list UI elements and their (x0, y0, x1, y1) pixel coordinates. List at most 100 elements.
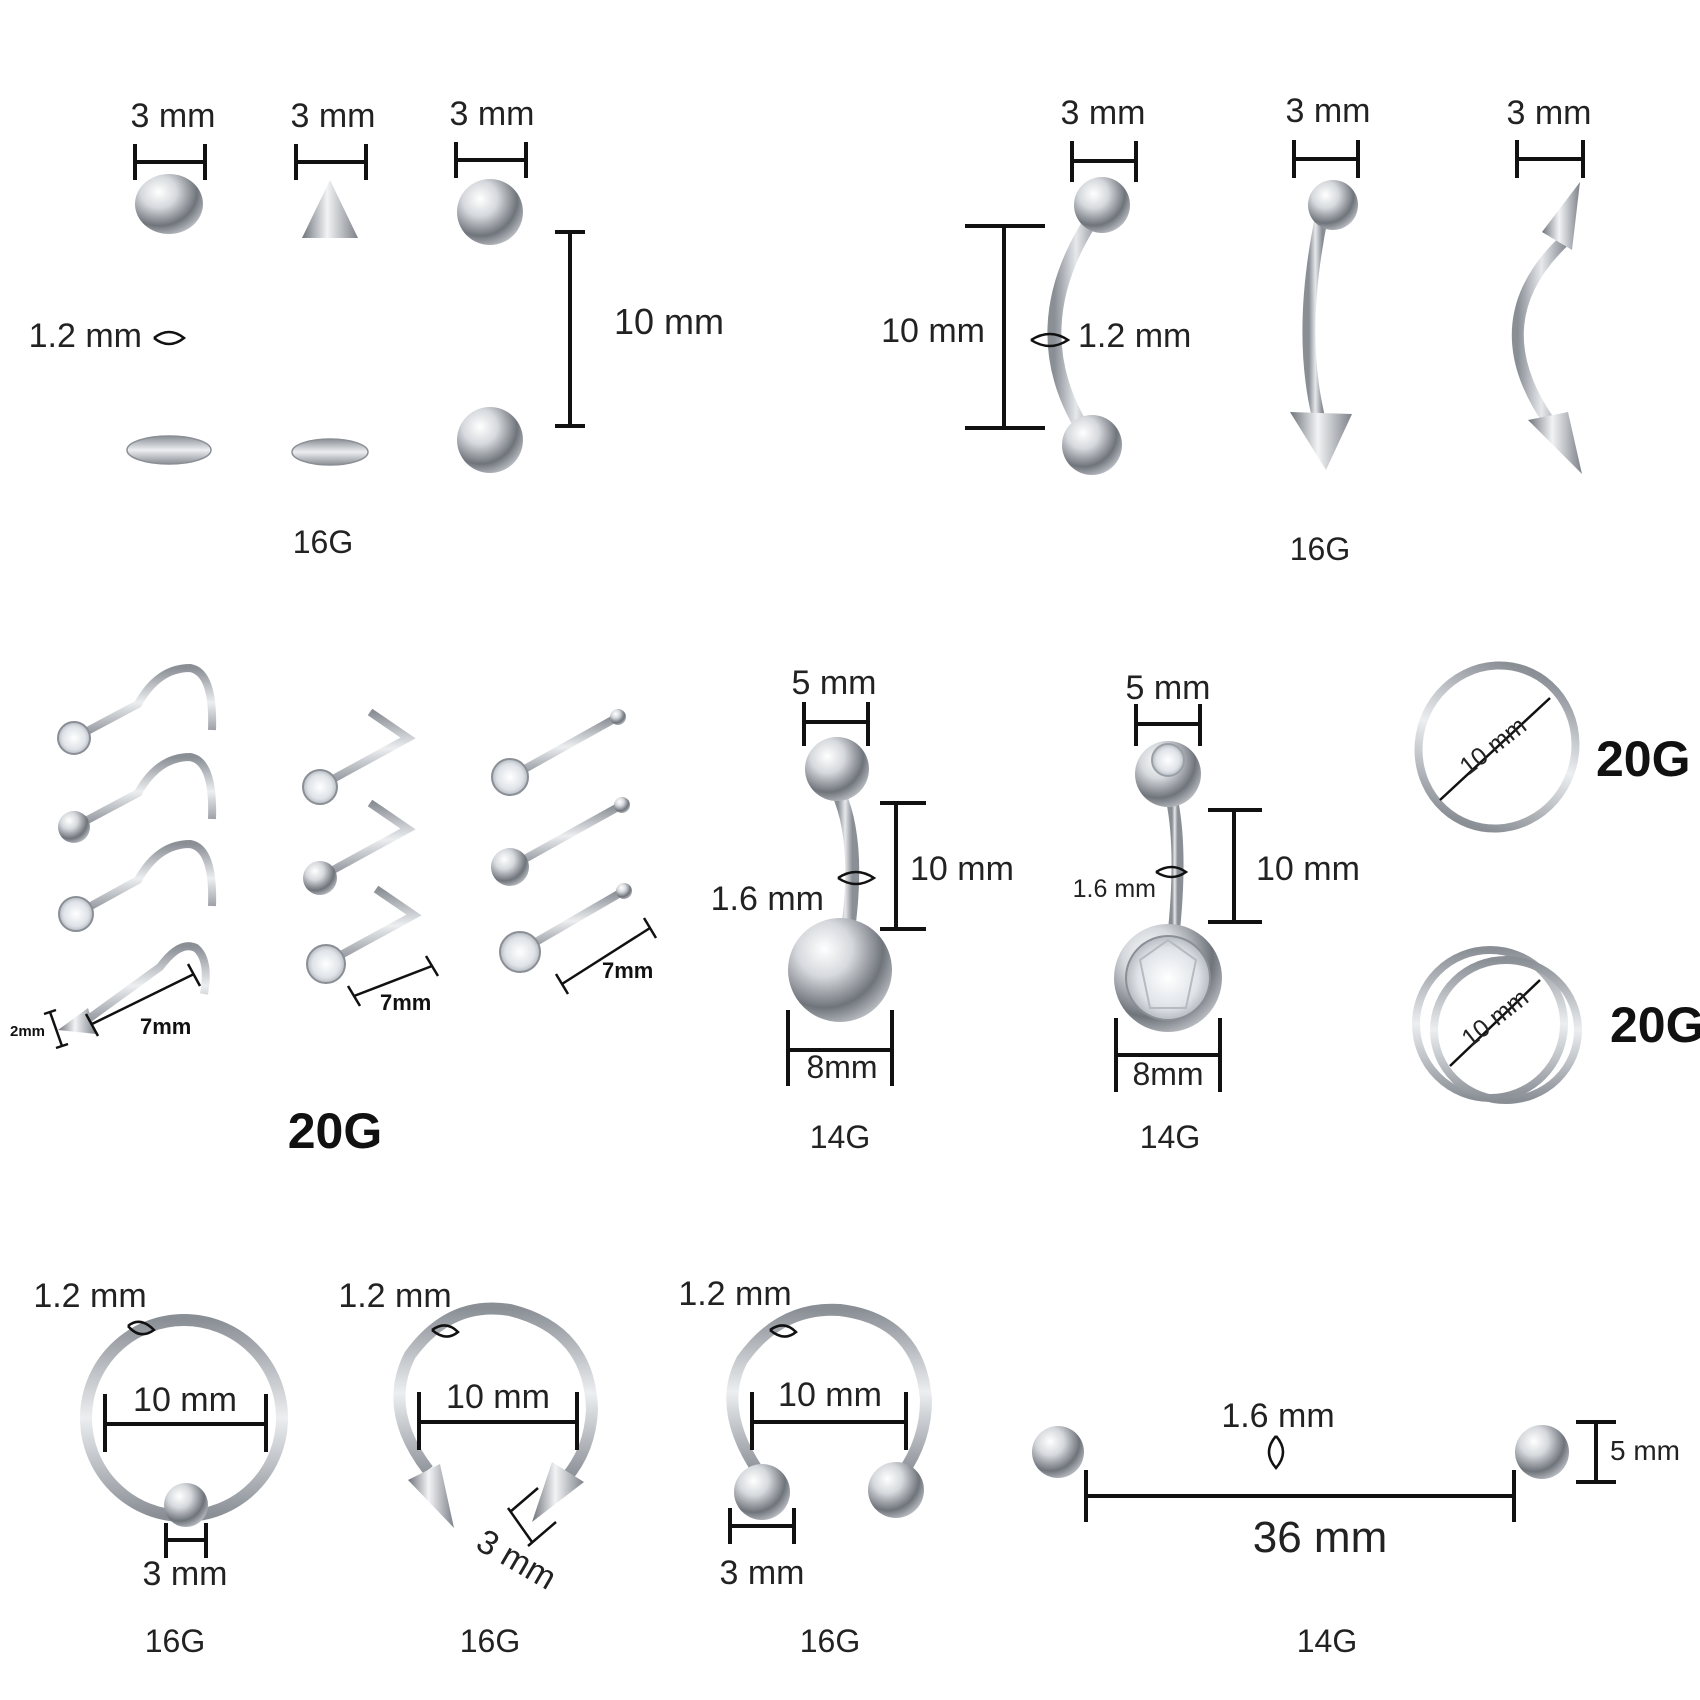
captive-bead-ring-icon (80, 1314, 288, 1527)
ball-horseshoe-group: 1.2 mm 10 mm 3 mm 16G (678, 1275, 933, 1659)
nose-l-bend-icon (302, 708, 416, 805)
industrial-group: 1.6 mm 5 mm 36 mm 14G (1032, 1397, 1680, 1659)
gauge-label: 16G (145, 1623, 205, 1659)
gauge-label: 14G (1140, 1119, 1200, 1155)
ball-dim-1: 3 mm (1061, 94, 1146, 182)
hoop-diameter-label: 10 mm (1454, 712, 1531, 781)
gauge-label: 14G (1297, 1623, 1357, 1659)
nose-studs-group: 2mm 7mm 7mm (10, 663, 658, 1159)
top-ball-label: 5 mm (1126, 669, 1211, 707)
nose-screw-icon (57, 663, 217, 755)
bar-length-dim: 10 mm (881, 224, 1045, 430)
top-ball-dim: 5 mm (1126, 669, 1211, 746)
bar-thickness-label: 1.2 mm (29, 317, 142, 355)
nose-bone-icon (499, 883, 632, 973)
length-dim: 36 mm (1084, 1470, 1516, 1562)
bar-length-label: 10 mm (910, 850, 1014, 888)
row1-right-group: 10 mm 3 mm 1.2 mm 3 mm (881, 92, 1591, 567)
ball-size-label: 3 mm (291, 97, 376, 135)
ball-dim: 3 mm (720, 1508, 805, 1592)
gauge-label: 14G (810, 1119, 870, 1155)
gauge-label: 16G (460, 1623, 520, 1659)
bar-thickness-label: 1.6 mm (711, 880, 824, 918)
ball-label: 3 mm (143, 1555, 228, 1593)
ball-size-label: 3 mm (1061, 94, 1146, 132)
bar-length-label: 10 mm (881, 312, 985, 350)
curved-spike-barbell-icon (1290, 180, 1358, 470)
gauge-label: 20G (1596, 731, 1691, 787)
ball-size-label: 3 mm (1507, 94, 1592, 132)
diameter-dim: 10 mm (750, 1376, 908, 1450)
horseshoe-spike-icon (393, 1302, 599, 1528)
bar-length-dim: 10 mm (880, 801, 1014, 931)
top-ball-dim: 5 mm (792, 664, 877, 746)
thickness-label: 1.2 mm (33, 1277, 146, 1315)
gauge-label: 16G (1290, 531, 1350, 567)
gauge-label: 20G (1610, 997, 1700, 1053)
diameter-label: 10 mm (778, 1376, 882, 1414)
barbell-icon (457, 179, 523, 473)
hoop-group: 10 mm 20G 10 mm 20G (1412, 661, 1700, 1104)
spiral-hoop-icon: 10 mm (1412, 946, 1582, 1104)
ball-dim-2: 3 mm (291, 97, 376, 180)
ball-size-label: 5 mm (1610, 1435, 1680, 1466)
gem-belly-ring-icon (1114, 741, 1222, 1032)
belly-ring-2-group: 5 mm 1.6 mm 10 mm 8mm 14G (1073, 669, 1360, 1155)
ball-dim-3: 3 mm (1507, 94, 1592, 178)
captive-ring-group: 1.2 mm 10 mm 3 mm 16G (33, 1277, 288, 1659)
ball-dim: 3 mm (143, 1523, 228, 1593)
bottom-ball-dim: 8mm (1114, 1018, 1222, 1092)
bar-length-dim: 10 mm (1208, 808, 1360, 924)
nose-hoop-icon: 10 mm (1414, 661, 1580, 833)
thickness-label: 1.2 mm (338, 1277, 451, 1315)
ball-size-label: 3 mm (131, 97, 216, 135)
ball-size-dim: 5 mm (1576, 1420, 1680, 1484)
spiral-diameter-label: 10 mm (1456, 984, 1533, 1053)
bottom-ball-label: 8mm (806, 1049, 877, 1085)
nose-l-bend-icon (303, 799, 416, 895)
nose-screw-icon (58, 752, 217, 843)
length-label: 7mm (140, 1014, 191, 1039)
cone-size-dim: 2mm (10, 1008, 69, 1050)
ball-size-label: 3 mm (450, 95, 535, 133)
labret-ball-icon (126, 174, 212, 465)
bar-thickness-label: 1.2 mm (1078, 317, 1191, 355)
length-dim-3: 7mm (554, 917, 658, 995)
bottom-ball-label: 8mm (1132, 1056, 1203, 1092)
ball-size-label: 3 mm (1286, 92, 1371, 130)
ball-dim-2: 3 mm (1286, 92, 1371, 178)
belly-ring-1-group: 5 mm 1.6 mm 10 mm 8mm 14G (711, 664, 1014, 1155)
ball-dim-3: 3 mm (450, 95, 535, 178)
gauge-label: 16G (293, 524, 353, 560)
diameter-dim: 10 mm (417, 1378, 579, 1450)
gauge-label: 16G (800, 1623, 860, 1659)
length-label: 7mm (602, 958, 653, 983)
row1-left-group: 3 mm 1.2 mm 3 mm 3 mm 10 mm 16G (29, 95, 724, 560)
belly-ring-icon (788, 737, 892, 1022)
length-dim-1: 7mm (84, 963, 202, 1039)
thickness-label: 1.2 mm (678, 1275, 791, 1313)
length-label: 36 mm (1253, 1513, 1387, 1562)
nose-bone-icon (491, 797, 630, 886)
bar-length-label: 10 mm (1256, 850, 1360, 888)
ball-label: 3 mm (720, 1554, 805, 1592)
spike-label: 3 mm (470, 1522, 563, 1597)
nose-bone-icon (491, 709, 626, 796)
industrial-barbell-icon (1032, 1425, 1569, 1479)
top-ball-label: 5 mm (792, 664, 877, 702)
ball-dim-1: 3 mm (131, 97, 216, 180)
gauge-label: 20G (288, 1103, 383, 1159)
bar-thickness-label: 1.6 mm (1221, 1397, 1334, 1435)
diameter-label: 10 mm (133, 1381, 237, 1419)
diameter-label: 10 mm (446, 1378, 550, 1416)
horseshoe-ball-icon (726, 1303, 933, 1520)
curved-spike-barbell-icon (1511, 182, 1582, 474)
spike-horseshoe-group: 1.2 mm 10 mm 3 mm 16G (338, 1277, 599, 1659)
bar-thickness-label: 1.6 mm (1073, 875, 1156, 903)
nose-l-bend-icon (306, 885, 422, 984)
bottom-ball-dim: 8mm (786, 1010, 894, 1086)
length-label: 7mm (380, 990, 431, 1015)
cone-size-label: 2mm (10, 1023, 45, 1040)
curved-barbell-icon (1030, 177, 1130, 475)
